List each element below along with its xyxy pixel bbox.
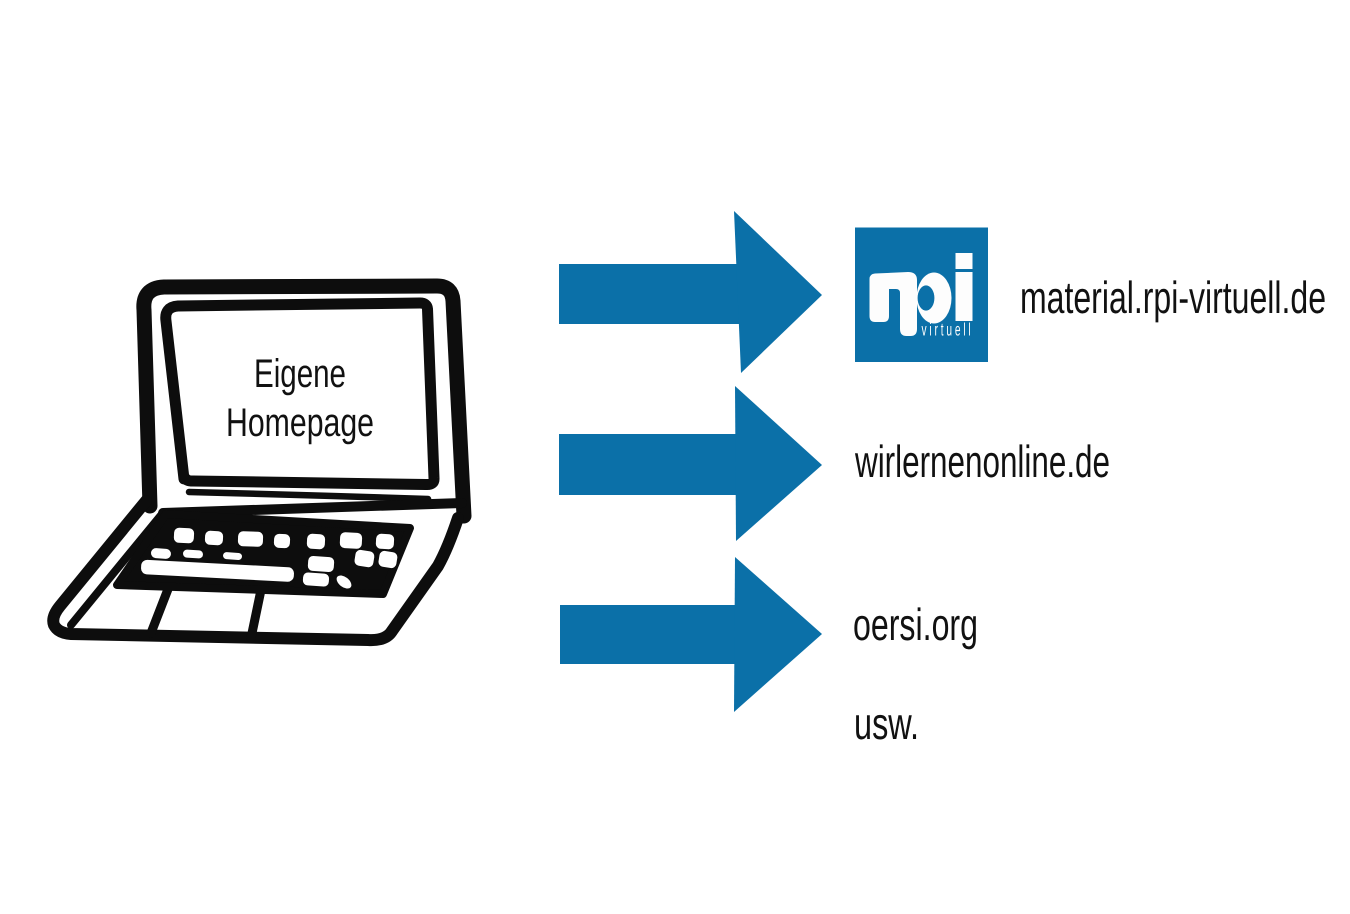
svg-text:oersi.org: oersi.org bbox=[853, 599, 978, 650]
svg-text:Homepage: Homepage bbox=[226, 401, 374, 445]
svg-text:wirlernenonline.de: wirlernenonline.de bbox=[854, 436, 1110, 487]
svg-text:Eigene: Eigene bbox=[254, 352, 346, 396]
svg-text:material.rpi-virtuell.de: material.rpi-virtuell.de bbox=[1020, 272, 1326, 323]
svg-text:usw.: usw. bbox=[854, 698, 919, 749]
svg-text:virtuell: virtuell bbox=[922, 320, 974, 340]
